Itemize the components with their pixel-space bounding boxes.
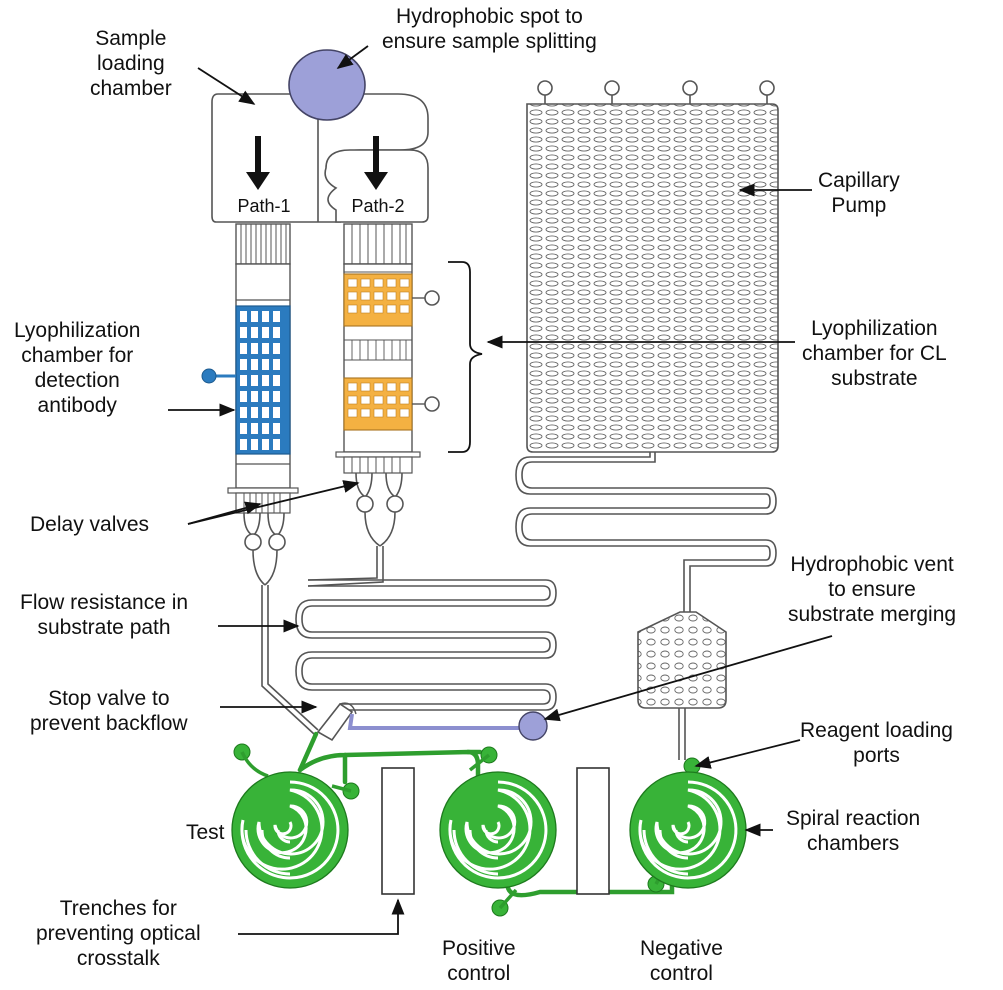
label-line: Test [186, 821, 225, 844]
spiral-negative-control [629, 771, 747, 889]
label-line: Stop valve to [48, 687, 170, 710]
label-line: chamber for [21, 344, 134, 367]
label-lyo-detection: Lyophilization chamber for detection ant… [14, 318, 140, 418]
label-line: detection [34, 369, 120, 392]
label-line: Path-1 [237, 196, 291, 216]
spiral-test [231, 771, 349, 889]
label-line: prevent backflow [30, 712, 188, 735]
optical-trench-right [576, 767, 610, 895]
label-line: chamber [90, 77, 172, 100]
label-line: Lyophilization [811, 317, 938, 340]
label-line: Spiral reaction [786, 807, 921, 830]
label-lyo-cl-substrate: Lyophilization chamber for CL substrate [802, 316, 947, 391]
label-line: substrate [831, 367, 918, 390]
label-line: Pump [831, 194, 887, 217]
label-line: Capillary [818, 169, 900, 192]
label-line: chambers [807, 832, 900, 855]
flow-resistance-serpentine [295, 579, 557, 711]
label-positive-control: Positive control [442, 936, 516, 986]
detection-loading-port [201, 368, 217, 384]
label-line: Hydrophobic spot to [396, 5, 583, 28]
label-line: Reagent loading [800, 719, 953, 742]
label-negative-control: Negative control [640, 936, 723, 986]
label-line: Sample [95, 27, 167, 50]
label-line: Lyophilization [14, 319, 141, 342]
path2-column [307, 223, 440, 587]
capillary-pump [526, 80, 779, 453]
cl-bracket [448, 261, 483, 453]
label-line: Hydrophobic vent [790, 553, 954, 576]
label-line: Flow resistance in [20, 591, 189, 614]
secondary-pump [637, 611, 727, 709]
label-line: loading [96, 52, 165, 75]
label-line: control [649, 962, 713, 985]
label-sample-loading-chamber: Sample loading chamber [90, 26, 172, 101]
flow-arrow-path2 [364, 136, 388, 190]
label-line: antibody [37, 394, 117, 417]
label-line: Negative [640, 937, 723, 960]
label-line: Trenches for [59, 897, 177, 920]
label-trenches: Trenches for preventing optical crosstal… [36, 896, 201, 971]
label-line: ports [853, 744, 900, 767]
flow-arrow-path1 [246, 136, 270, 190]
hydrophobic-vent [518, 711, 548, 741]
stop-valve [316, 702, 357, 742]
label-line: to ensure [828, 578, 916, 601]
label-delay-valves: Delay valves [30, 512, 149, 537]
pointer-arrows [168, 45, 833, 935]
spiral-positive-control [439, 771, 557, 889]
label-line: ensure sample splitting [382, 30, 597, 53]
label-flow-resistance: Flow resistance in substrate path [20, 590, 188, 640]
pump-serpentine [515, 452, 777, 612]
label-hydrophobic-spot: Hydrophobic spot to ensure sample splitt… [382, 4, 597, 54]
label-line: substrate path [37, 616, 171, 639]
label-line: substrate merging [788, 603, 957, 626]
label-line: preventing optical [36, 922, 201, 945]
label-line: chamber for CL [802, 342, 947, 365]
label-spiral-chambers: Spiral reaction chambers [786, 806, 920, 856]
label-test: Test [186, 820, 225, 845]
label-line: Delay valves [30, 513, 150, 536]
label-path2: Path-2 [338, 195, 418, 217]
path1-column [201, 223, 319, 735]
label-capillary-pump: Capillary Pump [818, 168, 900, 218]
label-line: control [447, 962, 511, 985]
label-line: Path-2 [351, 196, 405, 216]
label-line: crosstalk [76, 947, 160, 970]
vent-channel [347, 713, 520, 730]
reaction-network [297, 731, 675, 898]
label-stop-valve: Stop valve to prevent backflow [30, 686, 188, 736]
label-path1: Path-1 [224, 195, 304, 217]
label-hydrophobic-vent: Hydrophobic vent to ensure substrate mer… [788, 552, 956, 627]
label-line: Positive [442, 937, 516, 960]
label-reagent-ports: Reagent loading ports [800, 718, 953, 768]
hydrophobic-spot [288, 49, 366, 121]
optical-trench-left [381, 767, 415, 895]
